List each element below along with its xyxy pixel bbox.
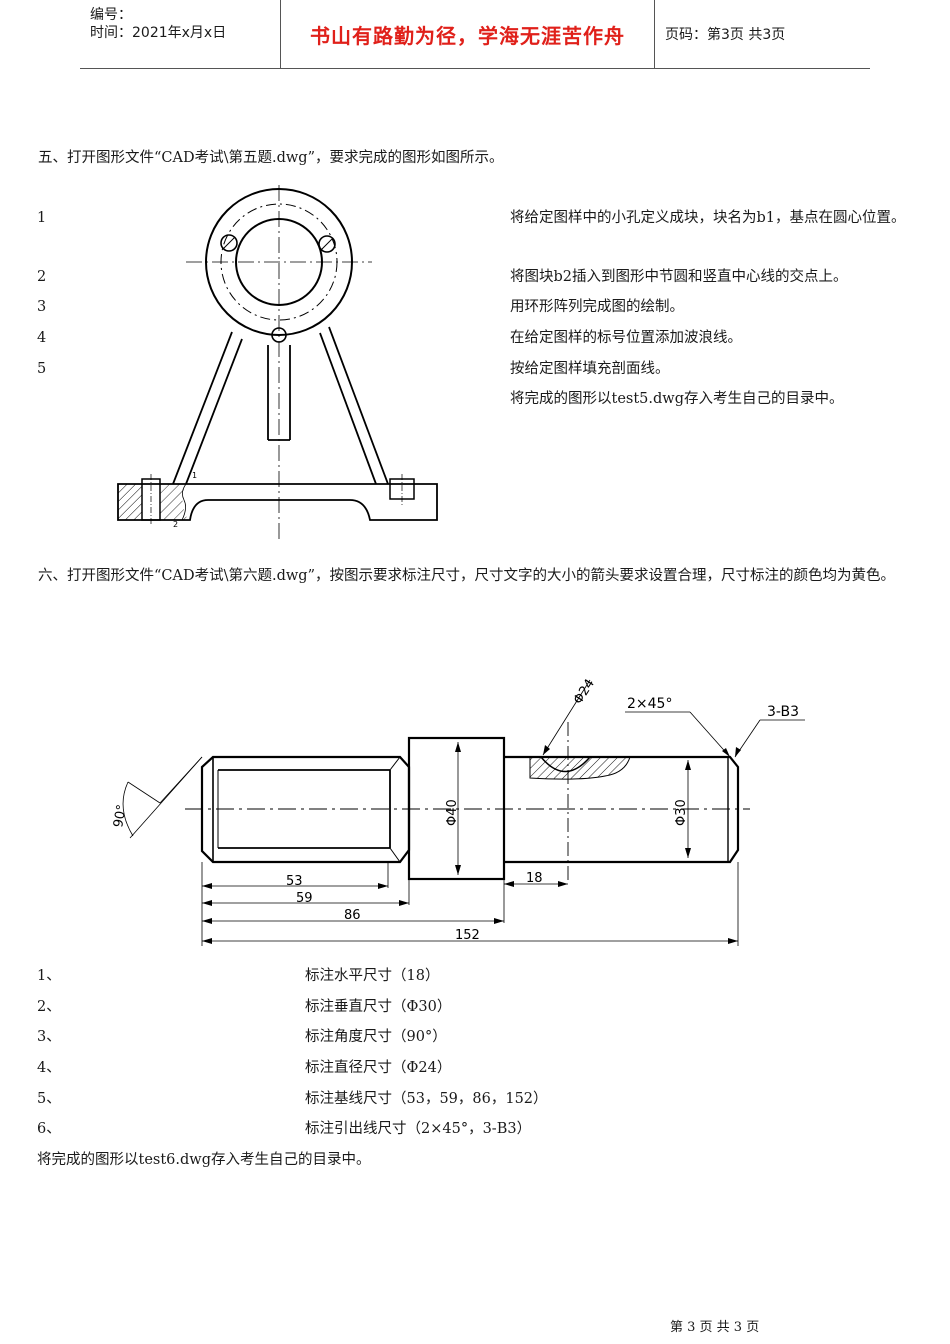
dim-len86: 86 — [344, 908, 361, 923]
figure-label-2: 2 — [173, 520, 178, 529]
dim-center-hole: 3-B3 — [767, 704, 799, 720]
q6-number-1: 1、 — [37, 968, 61, 984]
small-hole-left — [220, 234, 238, 252]
q5-item-3: 用环形阵列完成图的绘制。 — [510, 299, 684, 315]
q6-number-2: 2、 — [37, 999, 61, 1015]
shaft-drawing: Φ24 2×45° 3-B3 90° Φ40 Φ30 18 53 59 86 1… — [111, 677, 805, 946]
q5-item-4: 在给定图样的标号位置添加波浪线。 — [510, 330, 742, 346]
dim-len59: 59 — [296, 891, 313, 906]
dim-d40: Φ40 — [445, 799, 460, 826]
dim-d30: Φ30 — [674, 799, 689, 826]
motto: 书山有路勤为径，学海无涯苦作舟 — [310, 23, 625, 48]
q5-number-4: 4 — [37, 330, 47, 346]
header-left-cell: 编号： 时间：2021年x月x日 — [80, 0, 281, 68]
number-label: 编号： — [90, 7, 132, 23]
q6-item-2: 标注垂直尺寸（Φ30） — [305, 999, 452, 1015]
small-hole-right — [318, 235, 336, 253]
q5-item-6: 将完成的图形以test5.dwg存入考生自己的目录中。 — [510, 391, 844, 407]
header-right-cell: 页码：第3页 共3页 — [655, 0, 870, 68]
dim-len152: 152 — [455, 928, 480, 943]
bracket-drawing: 1 2 — [117, 185, 438, 540]
q5-title: 五、打开图形文件“CAD考试\第五题.dwg”，要求完成的图形如图所示。 — [38, 150, 504, 166]
dim-chamfer: 2×45° — [627, 696, 672, 712]
q5-item-1: 将给定图样中的小孔定义成块，块名为b1，基点在圆心位置。 — [510, 210, 906, 226]
figure-label-1: 1 — [192, 471, 197, 480]
q5-number-1: 1 — [37, 210, 47, 226]
base-outline — [117, 483, 438, 521]
q6-number-3: 3、 — [37, 1029, 61, 1045]
dim-len53: 53 — [286, 874, 303, 889]
page-label: 页码：第3页 共3页 — [665, 27, 786, 43]
q6-item-3: 标注角度尺寸（90°） — [305, 1029, 447, 1045]
dim-d24: Φ24 — [571, 677, 598, 708]
q6-number-6: 6、 — [37, 1121, 61, 1137]
q6-number-4: 4、 — [37, 1060, 61, 1076]
time-label: 时间：2021年x月x日 — [90, 25, 227, 41]
page-footer: 第 3 页 共 3 页 — [670, 1320, 760, 1335]
q5-number-2: 2 — [37, 269, 47, 285]
page-header: 编号： 时间：2021年x月x日 书山有路勤为径，学海无涯苦作舟 页码：第3页 … — [80, 0, 870, 69]
q5-number-5: 5 — [37, 361, 47, 377]
q6-item-1: 标注水平尺寸（18） — [305, 968, 440, 984]
q6-title: 六、打开图形文件“CAD考试\第六题.dwg”，按图示要求标注尺寸，尺寸文字的大… — [38, 568, 895, 584]
dim-angle: 90° — [111, 803, 130, 828]
dim-len18: 18 — [526, 871, 543, 886]
q6-number-5: 5、 — [37, 1091, 61, 1107]
q6-item-5: 标注基线尺寸（53，59，86，152） — [305, 1091, 548, 1107]
q5-number-3: 3 — [37, 299, 47, 315]
header-center-cell: 书山有路勤为径，学海无涯苦作舟 — [281, 0, 655, 68]
q6-item-6: 标注引出线尺寸（2×45°，3-B3） — [305, 1121, 532, 1137]
q5-item-2: 将图块b2插入到图形中节圆和竖直中心线的交点上。 — [510, 269, 848, 285]
q5-item-5: 按给定图样填充剖面线。 — [510, 361, 670, 377]
q6-footer-line: 将完成的图形以test6.dwg存入考生自己的目录中。 — [37, 1152, 371, 1168]
q6-item-4: 标注直径尺寸（Φ24） — [305, 1060, 452, 1076]
